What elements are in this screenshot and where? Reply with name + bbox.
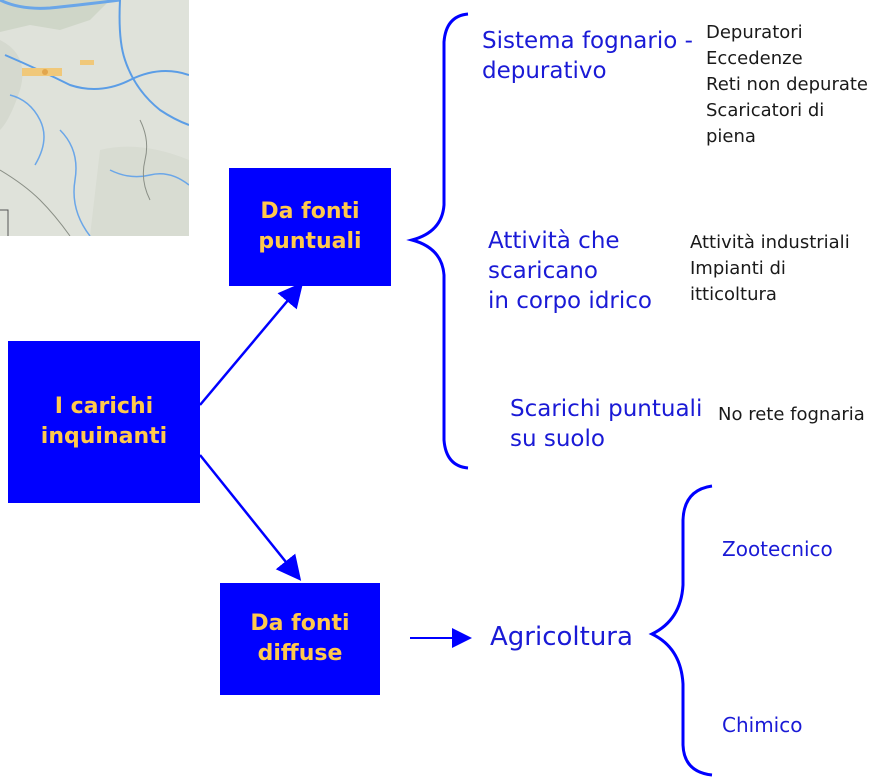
list-attivita-items: Attività industriali Impianti di itticol…: [690, 232, 850, 305]
box-fonti-diffuse-label: Da fonti diffuse: [250, 611, 350, 666]
arrow-to-diffuse: [199, 454, 302, 581]
map-thumbnail: [0, 0, 189, 236]
label-chimico: Chimico: [722, 713, 803, 737]
brace-puntuali: [406, 12, 469, 470]
label-no-rete-fognaria: No rete fognaria: [718, 404, 865, 425]
list-fognario-items: Depuratori Eccedenze Reti non depurate S…: [706, 22, 868, 147]
label-attivita-scarico: Attività che scaricano in corpo idrico: [488, 228, 652, 314]
arrow-to-puntuali: [199, 282, 304, 406]
label-zootecnico: Zootecnico: [722, 537, 833, 561]
label-sistema-fognario: Sistema fognario - depurativo: [482, 28, 693, 84]
label-agricoltura: Agricoltura: [490, 622, 633, 652]
label-scarichi-suolo: Scarichi puntuali su suolo: [510, 396, 703, 452]
box-fonti-diffuse: Da fonti diffuse: [220, 583, 380, 695]
box-carichi-inquinanti: I carichi inquinanti: [8, 341, 200, 503]
map-thumbnail-icon: [0, 0, 189, 236]
brace-agricoltura: [648, 484, 713, 777]
box-carichi-inquinanti-label: I carichi inquinanti: [40, 394, 168, 449]
box-fonti-puntuali: Da fonti puntuali: [229, 168, 391, 286]
box-fonti-puntuali-label: Da fonti puntuali: [258, 199, 362, 254]
